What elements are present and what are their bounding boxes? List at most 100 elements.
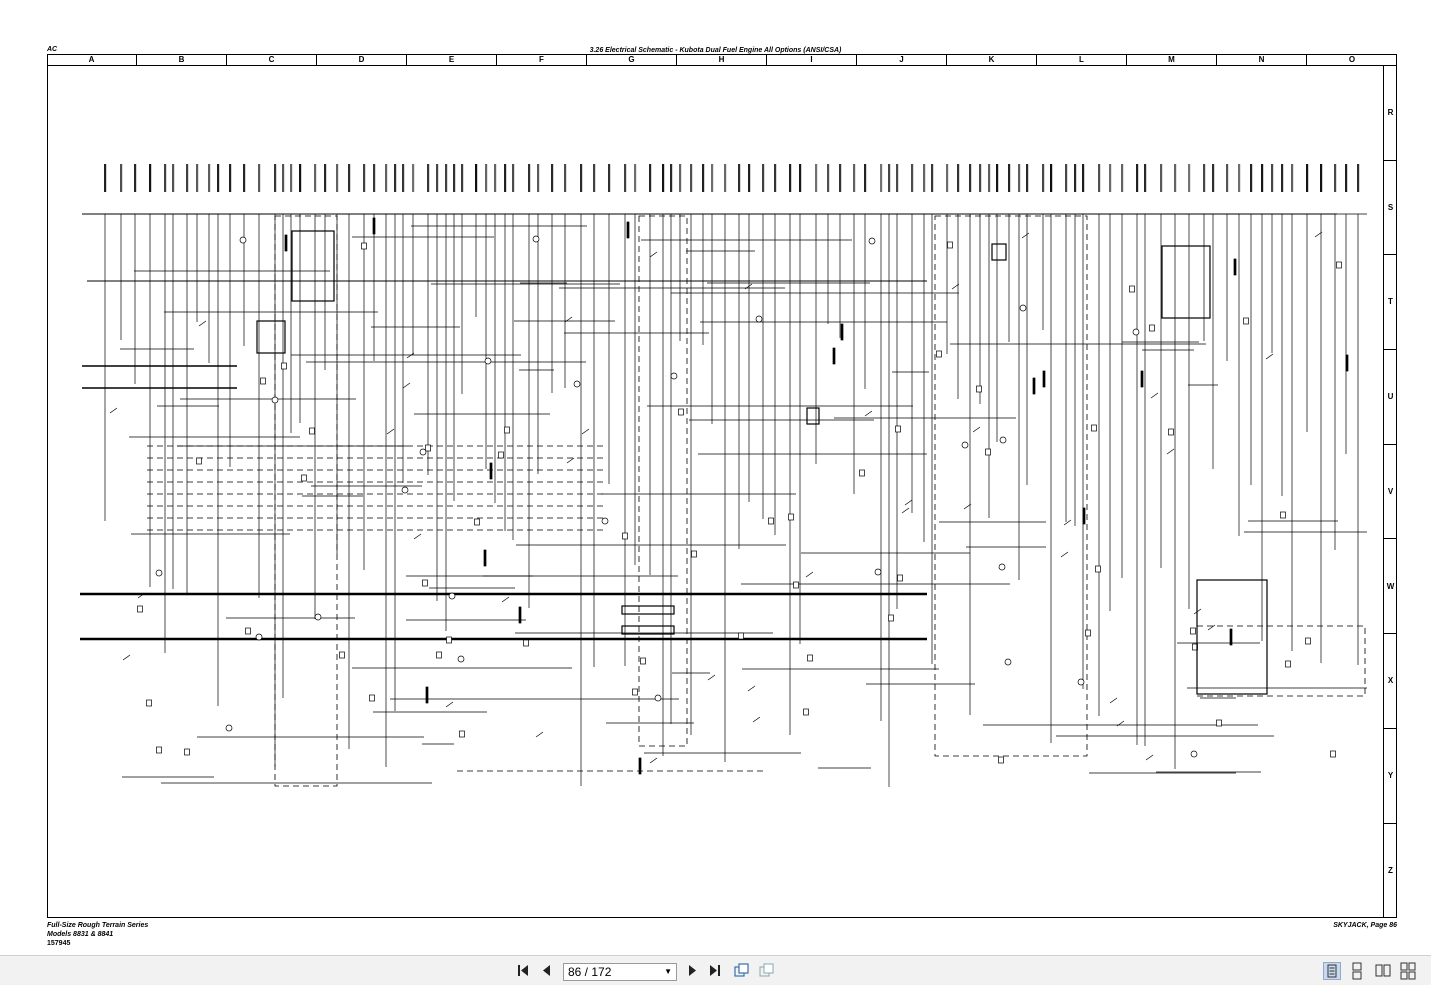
lamp-symbol xyxy=(401,486,409,494)
wire-label-mark xyxy=(229,164,232,192)
relay-coil xyxy=(339,651,345,659)
lamp-symbol xyxy=(155,569,163,577)
wire-label-mark xyxy=(880,164,883,192)
row-cell-z: Z xyxy=(1384,824,1397,919)
switch-contact xyxy=(649,251,658,258)
column-label-m: M xyxy=(1127,54,1217,65)
wire-label-mark xyxy=(1250,164,1253,192)
wire-label-mark xyxy=(724,164,727,192)
relay-coil xyxy=(309,427,315,435)
next-page-icon[interactable] xyxy=(683,962,700,979)
switch-contact xyxy=(1021,232,1030,239)
wire-label-mark xyxy=(649,164,652,192)
wire-label-mark xyxy=(1050,164,1053,192)
connector-block xyxy=(1032,377,1036,395)
connector-block xyxy=(372,217,376,235)
facing-view-icon[interactable] xyxy=(1374,962,1392,980)
wire-label-mark xyxy=(1271,164,1274,192)
relay-coil xyxy=(498,451,504,459)
harness-boundary xyxy=(274,215,338,787)
wire-label-mark xyxy=(827,164,830,192)
switch-contact xyxy=(649,757,658,764)
wire-label-mark xyxy=(839,164,842,192)
relay-coil xyxy=(793,581,799,589)
wire-label-mark xyxy=(1334,164,1337,192)
switch-contact xyxy=(951,283,960,290)
wire-label-mark xyxy=(702,164,705,192)
relay-coil xyxy=(1190,627,1196,635)
switch-contact xyxy=(972,426,981,433)
module-box xyxy=(1196,579,1268,695)
relay-coil xyxy=(788,513,794,521)
wire-label-mark xyxy=(1082,164,1085,192)
lamp-symbol xyxy=(999,436,1007,444)
switch-contact xyxy=(1150,392,1159,399)
relay-coil xyxy=(632,688,638,696)
lamp-symbol xyxy=(874,568,882,576)
column-label-n: N xyxy=(1217,54,1307,65)
wire-label-mark xyxy=(120,164,123,192)
fit-page-icon[interactable] xyxy=(758,962,775,979)
wire-label-mark xyxy=(528,164,531,192)
lamp-symbol xyxy=(457,655,465,663)
wire-label-mark xyxy=(608,164,611,192)
lamp-symbol xyxy=(1077,678,1085,686)
wire-label-mark xyxy=(243,164,246,192)
lamp-symbol xyxy=(1019,304,1027,312)
harness-boundary xyxy=(1196,625,1366,697)
column-label-h: H xyxy=(677,54,767,65)
row-label-r: R xyxy=(1387,108,1394,117)
page-number-input[interactable]: 86 / 172 ▼ xyxy=(563,963,677,981)
switch-contact xyxy=(1265,353,1274,360)
relay-coil xyxy=(459,730,465,738)
connector-block xyxy=(1140,370,1144,388)
first-page-icon[interactable] xyxy=(515,962,532,979)
wire-label-mark xyxy=(453,164,456,192)
lamp-symbol xyxy=(484,357,492,365)
switch-contact xyxy=(445,701,454,708)
previous-page-icon[interactable] xyxy=(539,962,556,979)
wire-label-mark xyxy=(164,164,167,192)
wire-label-mark xyxy=(1098,164,1101,192)
relay-coil xyxy=(474,518,480,526)
switch-contact xyxy=(864,410,873,417)
relay-coil xyxy=(888,614,894,622)
column-label-d: D xyxy=(317,54,407,65)
schematic-page: AC 3.26 Electrical Schematic - Kubota Du… xyxy=(0,46,1431,956)
last-page-icon[interactable] xyxy=(706,962,723,979)
wire-label-mark xyxy=(512,164,515,192)
footer-models: Models 8831 & 8841 xyxy=(47,931,114,938)
wire-label-mark xyxy=(537,164,540,192)
lamp-symbol xyxy=(271,396,279,404)
wire-label-mark xyxy=(402,164,405,192)
wire-label-mark xyxy=(624,164,627,192)
wire-label-mark xyxy=(1074,164,1077,192)
wire-label-mark xyxy=(1174,164,1177,192)
wire-label-mark xyxy=(504,164,507,192)
wire-label-mark xyxy=(1306,164,1309,192)
row-label-v: V xyxy=(1387,486,1394,496)
wire-label-mark xyxy=(385,164,388,192)
single-page-view-icon[interactable] xyxy=(1323,962,1341,980)
relay-coil xyxy=(622,532,628,540)
relay-coil xyxy=(1129,285,1135,293)
wire-label-mark xyxy=(564,164,567,192)
switch-contact xyxy=(1109,697,1118,704)
wire-label-mark xyxy=(1281,164,1284,192)
rotate-icon[interactable] xyxy=(733,962,750,979)
switch-contact xyxy=(137,592,146,599)
lamp-symbol xyxy=(532,235,540,243)
footer-page-label: SKYJACK, Page 86 xyxy=(1333,922,1397,929)
row-cell-s: S xyxy=(1384,161,1397,256)
relay-coil xyxy=(422,579,428,587)
chevron-down-icon[interactable]: ▼ xyxy=(664,967,672,976)
harness-boundary xyxy=(638,215,688,747)
lamp-symbol xyxy=(239,236,247,244)
facing-continuous-view-icon[interactable] xyxy=(1399,962,1417,980)
switch-contact xyxy=(535,731,544,738)
continuous-view-icon[interactable] xyxy=(1348,962,1366,980)
relay-coil xyxy=(1216,719,1222,727)
connector-block xyxy=(483,549,487,567)
switch-contact xyxy=(1314,231,1323,238)
relay-coil xyxy=(947,241,953,249)
